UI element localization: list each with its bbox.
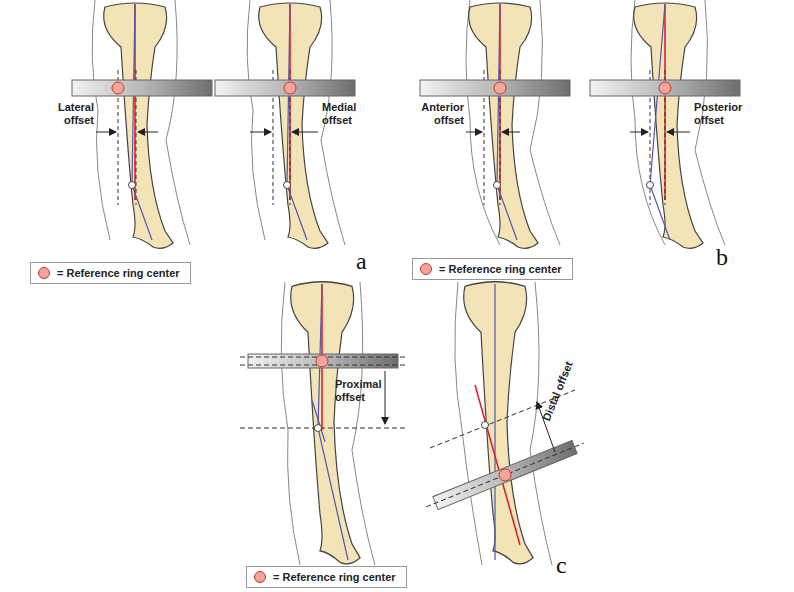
offset-label: Lateral offset (40, 101, 94, 126)
legend-box: = Reference ring center (246, 566, 407, 588)
legend-marker (253, 570, 267, 584)
legend-text: = Reference ring center (57, 267, 180, 279)
offset-label: Proximal offset (335, 378, 383, 403)
offset-label: Posterior offset (694, 101, 756, 126)
panel-letter: c (556, 552, 567, 579)
legend-marker (419, 262, 433, 276)
legend-marker (37, 266, 51, 280)
legend-text: = Reference ring center (439, 263, 562, 275)
legend-box: = Reference ring center (30, 262, 191, 284)
legend-text: = Reference ring center (273, 571, 396, 583)
panel-letter: b (716, 244, 728, 271)
offset-label: Distal offset (540, 360, 575, 423)
offset-label: Anterior offset (404, 101, 464, 126)
panel-letter: a (356, 248, 367, 275)
offset-label: Medial offset (322, 101, 372, 126)
legend-box: = Reference ring center (412, 258, 573, 280)
